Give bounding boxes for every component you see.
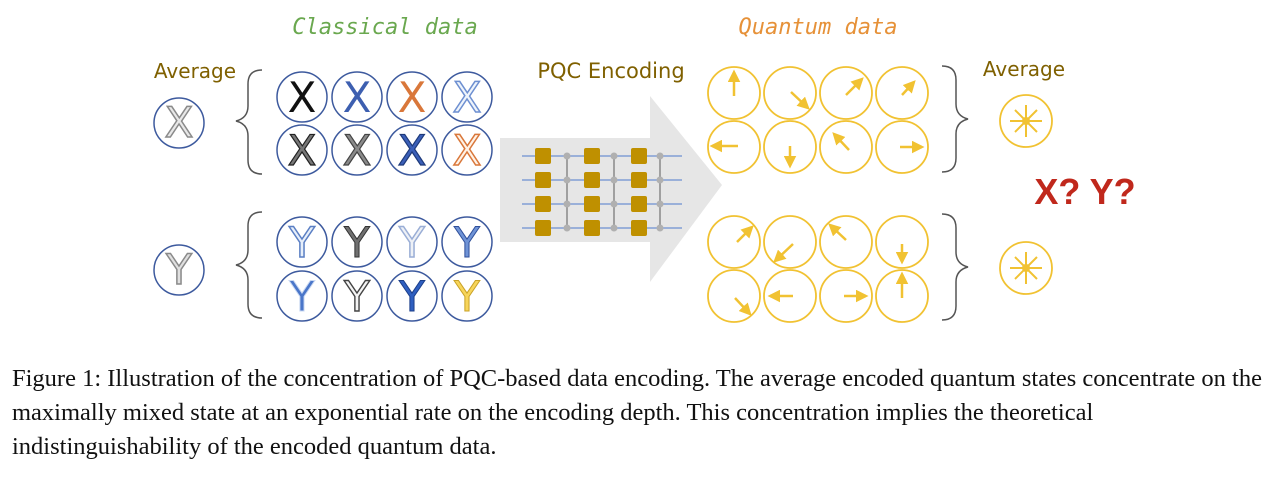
y-glyph-6: Y (343, 272, 370, 321)
pqc-circuit (522, 148, 682, 236)
encoding-arrow (500, 96, 722, 282)
classical-y-grid: Y Y Y Y Y Y Y Y (276, 216, 493, 322)
question-label: X? Y? (1034, 171, 1135, 212)
x-glyph-7: X (398, 126, 427, 175)
average-y-circle: Y (153, 244, 205, 296)
x-glyph-3: X (398, 73, 427, 122)
y-glyph-3: Y (398, 218, 425, 267)
pqc-concentration-figure: Classical data Quantum data PQC Encoding… (153, 15, 1136, 323)
average-label-left: Average (154, 59, 236, 83)
quantum-y-grid (707, 215, 929, 323)
x-glyph-2: X (343, 73, 372, 122)
classical-x-grid: X X X X X X X X (276, 71, 493, 176)
average-x-circle: X (153, 97, 205, 149)
x-glyph-4: X (453, 73, 482, 122)
brace-left-y (235, 211, 263, 319)
classical-data-title: Classical data (292, 15, 477, 40)
brace-left-x (235, 69, 263, 175)
brace-right-x (941, 65, 969, 173)
average-y-glyph: Y (165, 245, 192, 294)
quantum-data-title: Quantum data (739, 15, 898, 40)
y-glyph-7: Y (398, 272, 425, 321)
y-glyph-5: Y (288, 272, 315, 321)
quantum-x-grid (707, 66, 929, 174)
brace-right-y (941, 213, 969, 321)
pqc-encoding-label: PQC Encoding (537, 59, 684, 83)
y-glyph-8: Y (453, 272, 480, 321)
x-glyph-6: X (343, 126, 372, 175)
average-x-glyph: X (165, 98, 194, 147)
x-glyph-8: X (453, 126, 482, 175)
average-mixed-state-y (999, 241, 1053, 295)
y-glyph-4: Y (453, 218, 480, 267)
average-label-right: Average (983, 57, 1065, 81)
x-glyph-5: X (288, 126, 317, 175)
quantum-y-arrows (734, 223, 909, 316)
quantum-x-arrows (709, 69, 925, 169)
y-glyph-2: Y (343, 218, 370, 267)
average-mixed-state-x (999, 94, 1053, 148)
figure-caption: Figure 1: Illustration of the concentrat… (12, 365, 1262, 460)
y-glyph-1: Y (288, 218, 315, 267)
x-glyph-1: X (288, 73, 317, 122)
